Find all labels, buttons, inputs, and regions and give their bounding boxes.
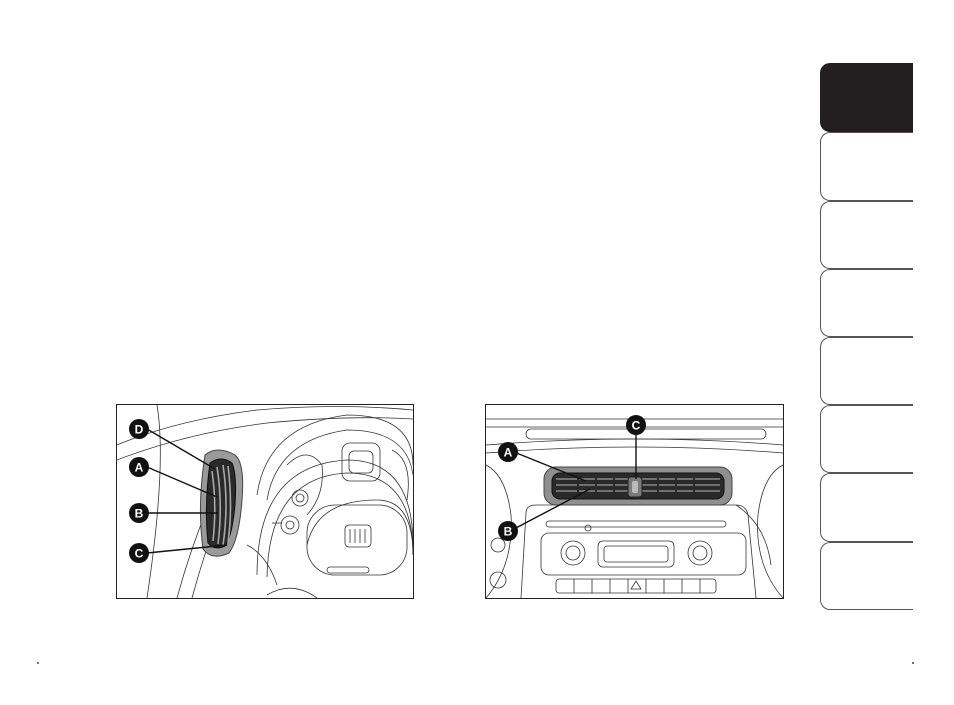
svg-text:B: B xyxy=(504,525,513,539)
chapter-tab-1[interactable] xyxy=(820,63,913,132)
chapter-tab-3[interactable] xyxy=(820,201,913,269)
chapter-tab-2[interactable] xyxy=(820,132,913,201)
callout-d: D xyxy=(129,419,149,439)
chapter-tab-4[interactable] xyxy=(820,269,913,337)
svg-text:B: B xyxy=(135,507,144,521)
chapter-tab-6[interactable] xyxy=(820,405,913,473)
callout-b: B xyxy=(498,521,518,541)
svg-text:C: C xyxy=(135,547,144,561)
central-vent-illustration: A B C xyxy=(486,405,783,598)
svg-text:C: C xyxy=(632,419,641,433)
callout-a: A xyxy=(498,442,518,462)
callout-b: B xyxy=(129,503,149,523)
chapter-tab-8[interactable] xyxy=(820,542,913,610)
side-vent-figure: D A B C xyxy=(116,404,414,599)
chapter-tab-7[interactable] xyxy=(820,473,913,542)
callout-c: C xyxy=(626,415,646,435)
svg-text:D: D xyxy=(135,423,144,437)
callout-c: C xyxy=(129,543,149,563)
page-mark-right xyxy=(912,662,914,664)
side-vent-illustration: D A B C xyxy=(117,405,413,598)
page-mark-left xyxy=(37,662,39,664)
central-vent-figure: A B C xyxy=(485,404,784,599)
svg-text:A: A xyxy=(504,446,513,460)
chapter-tab-5[interactable] xyxy=(820,337,913,405)
callout-a: A xyxy=(129,457,149,477)
svg-text:A: A xyxy=(135,461,144,475)
